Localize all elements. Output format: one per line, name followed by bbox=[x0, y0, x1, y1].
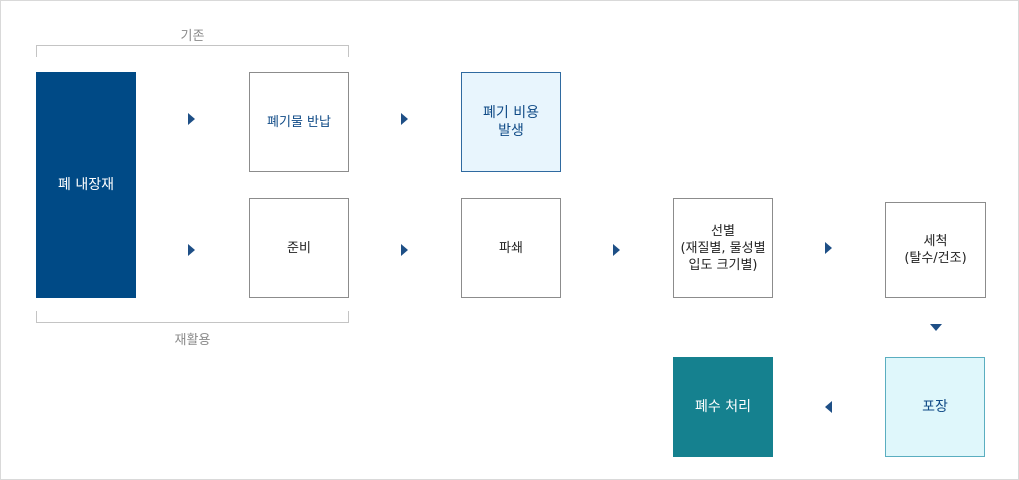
arrow-down-icon bbox=[930, 324, 942, 331]
waste-cost-box: 폐기 비용 발생 bbox=[461, 72, 561, 172]
wash-box: 세척 (탈수/건조) bbox=[885, 202, 986, 298]
arrow-right-icon bbox=[188, 113, 195, 125]
recycling-bracket bbox=[36, 311, 349, 323]
pack-box: 포장 bbox=[885, 357, 985, 457]
recycling-label: 재활용 bbox=[174, 333, 211, 348]
wastewater-box: 폐수 처리 bbox=[673, 357, 773, 457]
arrow-left-icon bbox=[825, 401, 832, 413]
sort-box: 선별 (재질별, 물성별 입도 크기별) bbox=[673, 198, 773, 298]
crush-box: 파쇄 bbox=[461, 198, 561, 298]
arrow-right-icon bbox=[613, 244, 620, 256]
arrow-right-icon bbox=[188, 244, 195, 256]
existing-label: 기존 bbox=[180, 29, 205, 44]
arrow-right-icon bbox=[401, 244, 408, 256]
existing-bracket bbox=[36, 45, 349, 57]
arrow-right-icon bbox=[825, 242, 832, 254]
prepare-box: 준비 bbox=[249, 198, 349, 298]
arrow-right-icon bbox=[401, 113, 408, 125]
source-box: 폐 내장재 bbox=[36, 72, 136, 298]
return-waste-box: 폐기물 반납 bbox=[249, 72, 349, 172]
